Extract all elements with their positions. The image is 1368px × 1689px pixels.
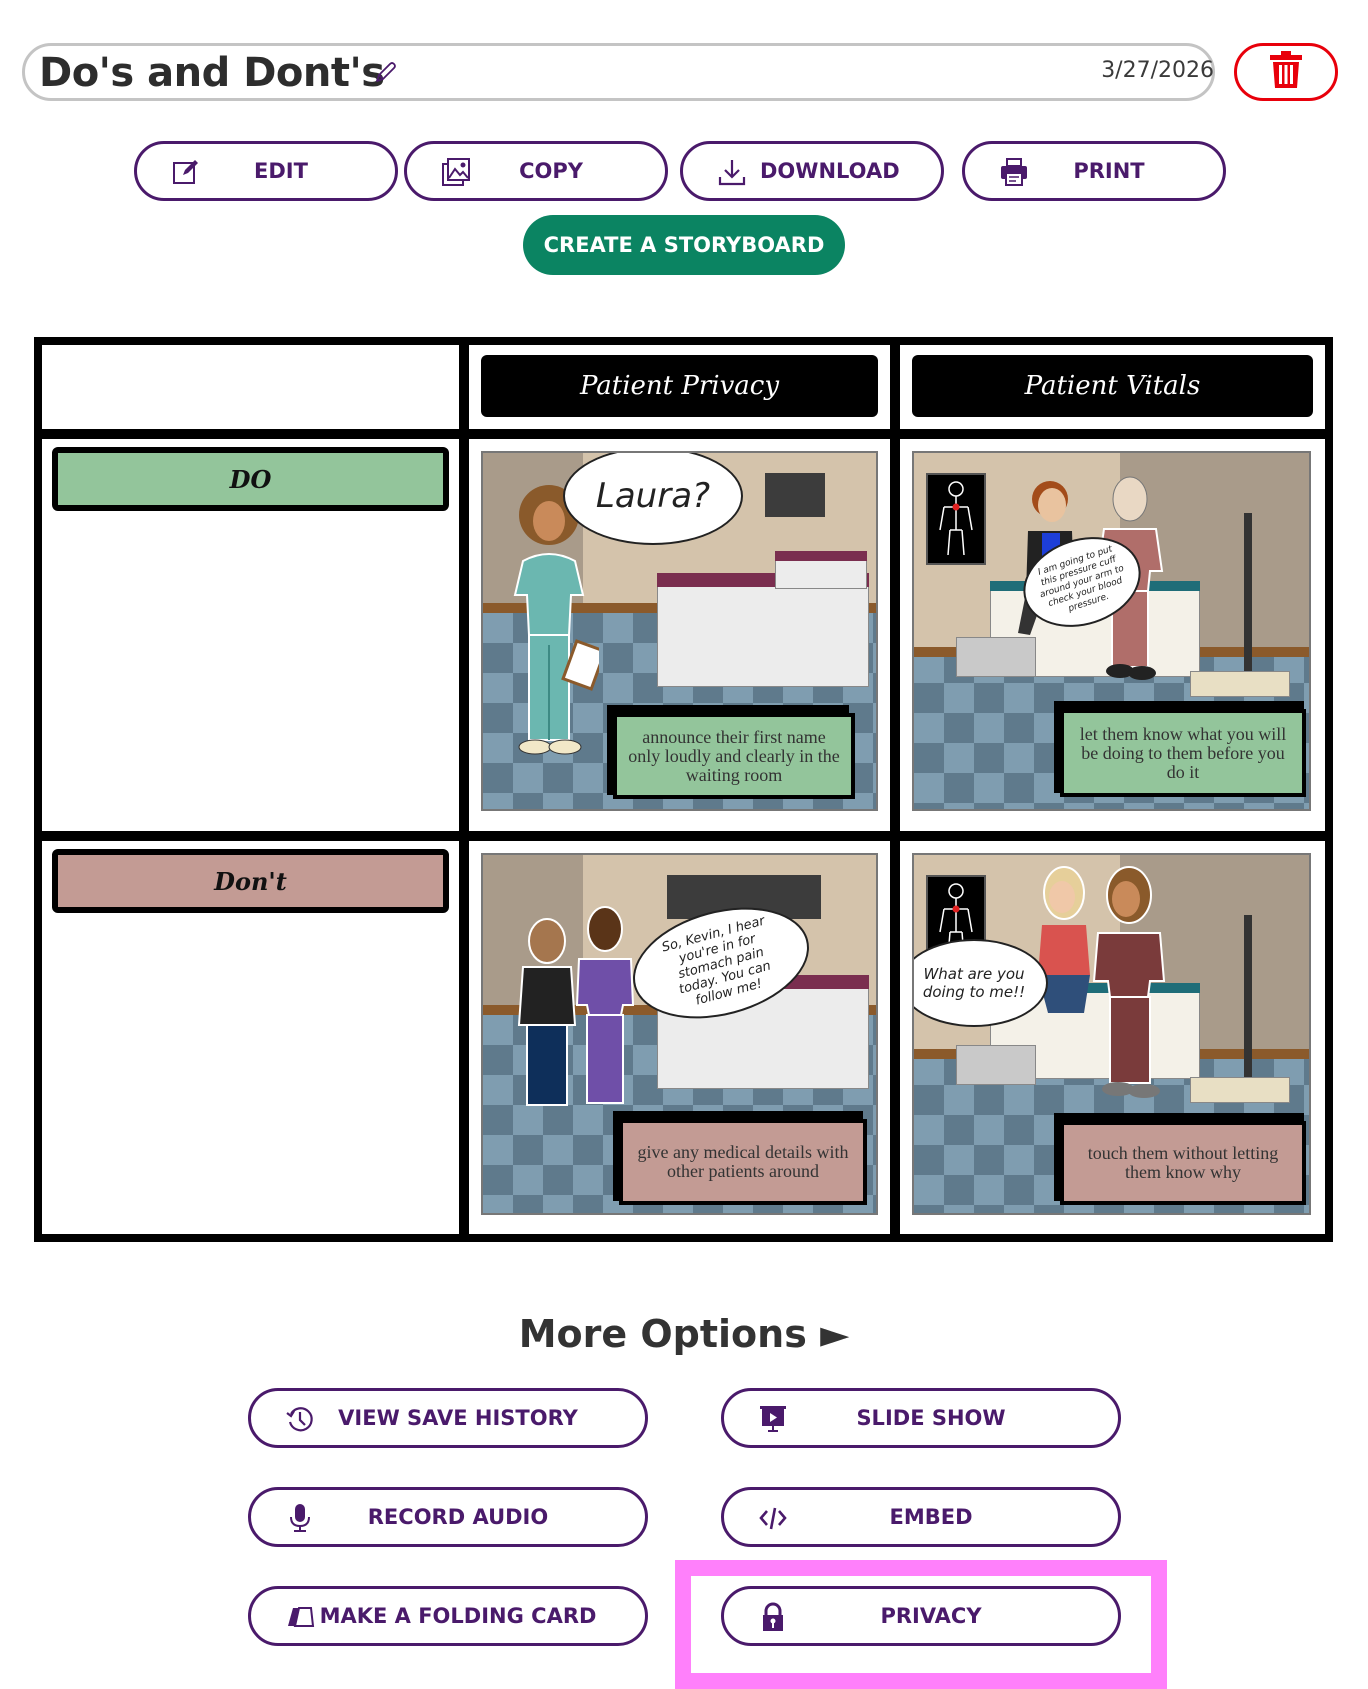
empty-corner-cell [42, 345, 459, 429]
view-save-history-button[interactable]: VIEW SAVE HISTORY [248, 1388, 648, 1448]
slideshow-icon [758, 1404, 788, 1434]
print-button[interactable]: PRINT [962, 141, 1226, 201]
privacy-button[interactable]: PRIVACY [721, 1586, 1121, 1646]
embed-button[interactable]: EMBED [721, 1487, 1121, 1547]
lock-icon [758, 1602, 788, 1632]
caption-box: let them know what you will be doing to … [1060, 709, 1306, 797]
column-header-cell: Patient Vitals [900, 345, 1325, 429]
slide-show-button[interactable]: SLIDE SHOW [721, 1388, 1121, 1448]
caption-box: touch them without letting them know why [1060, 1121, 1306, 1205]
copy-image-icon [441, 157, 471, 187]
step-stool [956, 1045, 1036, 1085]
storyboard-date: 3/27/2026 [1101, 58, 1214, 83]
row-label-dont[interactable]: Don't [52, 849, 449, 913]
storyboard-cell[interactable]: So, Kevin, I hear you're in for stomach … [469, 841, 890, 1234]
storyboard-cell[interactable]: I am going to put this pressure cuff aro… [900, 439, 1325, 831]
make-folding-card-button[interactable]: MAKE A FOLDING CARD [248, 1586, 648, 1646]
speech-bubble: What are you doing to me!! [914, 939, 1048, 1027]
download-button[interactable]: DOWNLOAD [680, 141, 944, 201]
medical-scale [1244, 513, 1252, 683]
delete-button[interactable] [1234, 43, 1338, 101]
record-audio-button[interactable]: RECORD AUDIO [248, 1487, 648, 1547]
create-storyboard-button[interactable]: CREATE A STORYBOARD [523, 215, 845, 275]
wall-sign [765, 473, 825, 517]
trash-icon [1269, 50, 1303, 94]
edit-button[interactable]: EDIT [134, 141, 398, 201]
storyboard-grid: Patient Privacy Patient Vitals DO [34, 337, 1333, 1242]
row-label-do[interactable]: DO [52, 447, 449, 511]
storyboard-title-bar: Do's and Dont's 3/27/2026 [22, 43, 1215, 101]
patient-character [1038, 866, 1090, 1013]
row-label-cell: DO [42, 439, 459, 831]
privacy-highlight-box [675, 1560, 1167, 1689]
folding-card-icon [285, 1602, 315, 1632]
speech-bubble: Laura? [563, 453, 743, 545]
print-icon [999, 157, 1029, 187]
scene-exam-room: What are you doing to me!! touch them wi… [912, 853, 1311, 1215]
copy-button[interactable]: COPY [404, 141, 668, 201]
history-icon [285, 1404, 315, 1434]
step-stool [956, 637, 1036, 677]
column-header-cell: Patient Privacy [469, 345, 890, 429]
row-label-cell: Don't [42, 841, 459, 1234]
scene-exam-room: I am going to put this pressure cuff aro… [912, 451, 1311, 811]
storyboard-cell[interactable]: What are you doing to me!! touch them wi… [900, 841, 1325, 1234]
column-header-patient-privacy[interactable]: Patient Privacy [481, 355, 878, 417]
nurse-character [575, 906, 635, 1104]
microphone-icon [285, 1503, 315, 1533]
code-icon [758, 1503, 788, 1533]
caption-box: give any medical details with other pati… [619, 1119, 867, 1205]
caption-box: announce their first name only loudly an… [613, 713, 855, 799]
edit-icon [171, 157, 201, 187]
pencil-icon[interactable] [372, 60, 398, 86]
medical-scale [1244, 915, 1252, 1085]
scene-waiting-room: So, Kevin, I hear you're in for stomach … [481, 853, 878, 1215]
xray-poster [926, 473, 986, 565]
column-header-patient-vitals[interactable]: Patient Vitals [912, 355, 1313, 417]
storyboard-title: Do's and Dont's [39, 50, 385, 96]
storyboard-cell[interactable]: Laura? announce their first name only lo… [469, 439, 890, 831]
download-icon [717, 157, 747, 187]
reception-desk [657, 579, 869, 687]
more-options-heading[interactable]: More Options ► [518, 1312, 850, 1356]
nurse-character [1092, 866, 1166, 1098]
scene-waiting-room: Laura? announce their first name only lo… [481, 451, 878, 811]
patient-character [517, 918, 577, 1106]
